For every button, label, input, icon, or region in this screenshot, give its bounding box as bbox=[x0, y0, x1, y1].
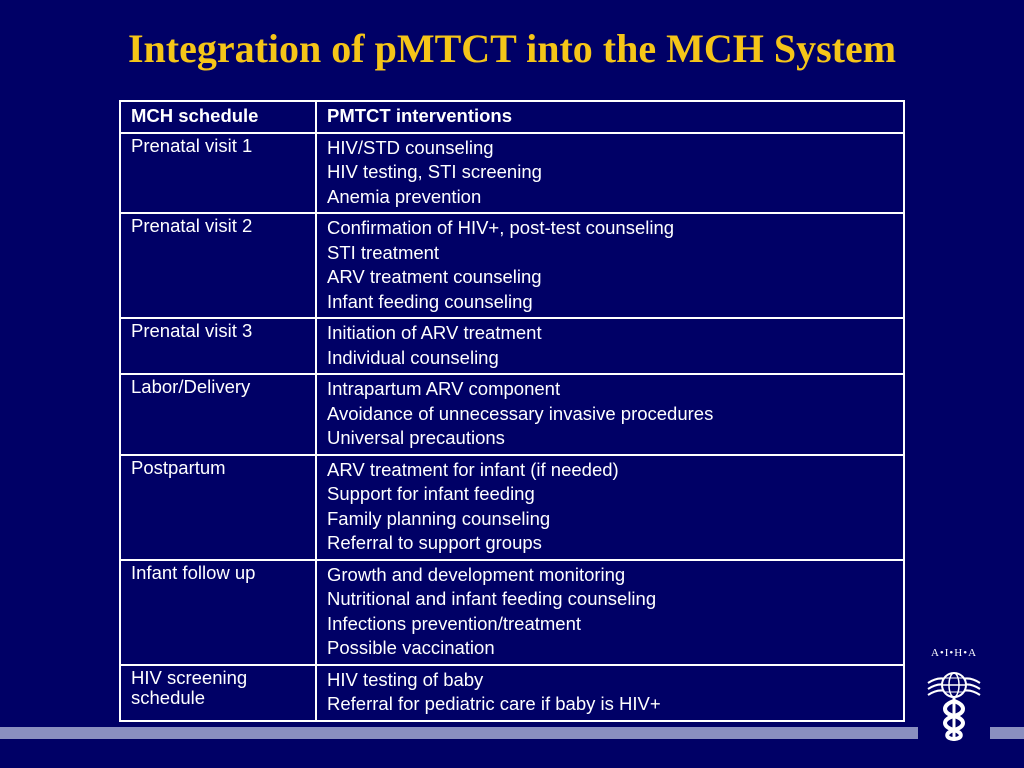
table-row: Prenatal visit 2 Confirmation of HIV+, po… bbox=[119, 212, 905, 319]
schedule-cell: Prenatal visit 3 bbox=[119, 317, 317, 375]
intervention-item: Individual counseling bbox=[327, 346, 499, 368]
intervention-item: HIV testing, STI screening bbox=[327, 161, 542, 182]
schedule-text: Prenatal visit 1 bbox=[131, 134, 253, 156]
schedule-cell: Postpartum bbox=[119, 453, 317, 561]
header-pmtct-interventions: PMTCT interventions bbox=[315, 100, 905, 134]
intervention-item: STI treatment bbox=[327, 241, 440, 263]
intervention-item: Possible vaccination bbox=[327, 637, 495, 658]
intervention-item: ARV treatment counseling bbox=[327, 266, 542, 287]
intervention-item: HIV/STD counseling bbox=[327, 136, 494, 158]
intervention-item: Initiation of ARV treatment bbox=[327, 322, 542, 343]
intervention-item: Referral to support groups bbox=[327, 532, 542, 553]
interventions-cell: Confirmation of HIV+, post-test counseli… bbox=[315, 212, 905, 319]
table-row: Prenatal visit 3 Initiation of ARV treatm… bbox=[119, 317, 905, 375]
intervention-item: Nutritional and infant feeding counselin… bbox=[327, 588, 657, 609]
intervention-item: Family planning counseling bbox=[327, 507, 551, 529]
schedule-text: Infant follow up bbox=[131, 561, 256, 583]
intervention-item: Universal precautions bbox=[327, 427, 505, 448]
interventions-cell: ARV treatment for infant (if needed) Supp… bbox=[315, 453, 905, 561]
intervention-item: Confirmation of HIV+, post-test counseli… bbox=[327, 217, 675, 238]
intervention-item: Growth and development monitoring bbox=[327, 563, 626, 585]
intervention-item: ARV treatment for infant (if needed) bbox=[327, 458, 619, 480]
intervention-item: Intrapartum ARV component bbox=[327, 378, 561, 399]
table-row: Postpartum ARV treatment for infant (if n… bbox=[119, 453, 905, 561]
schedule-cell: Labor/Delivery bbox=[119, 373, 317, 456]
schedule-text: HIV screening bbox=[131, 666, 248, 688]
slide-title: Integration of pMTCT into the MCH System bbox=[127, 26, 897, 71]
logo-text: A•I•H•A bbox=[930, 647, 978, 659]
schedule-text: Prenatal visit 3 bbox=[131, 320, 253, 341]
intervention-item: Infant feeding counseling bbox=[327, 290, 533, 312]
schedule-text: Prenatal visit 2 bbox=[131, 215, 253, 236]
intervention-item: Infections prevention/treatment bbox=[327, 612, 582, 634]
intervention-item: Support for infant feeding bbox=[327, 483, 535, 504]
intervention-item: HIV testing of baby bbox=[327, 668, 484, 690]
mch-pmtct-table: MCH schedule PMTCT interventions Prenata… bbox=[119, 100, 905, 722]
bottom-bar bbox=[0, 727, 1024, 739]
intervention-item: Avoidance of unnecessary invasive proced… bbox=[327, 402, 714, 424]
schedule-text: Labor/Delivery bbox=[131, 376, 251, 397]
schedule-cell: Infant follow up bbox=[119, 558, 317, 666]
table-row: Infant follow up Growth and development m… bbox=[119, 558, 905, 666]
schedule-cell: Prenatal visit 1 bbox=[119, 131, 317, 214]
schedule-cell: Prenatal visit 2 bbox=[119, 212, 317, 319]
schedule-text: Postpartum bbox=[131, 456, 226, 478]
aiha-logo: A•I•H•A bbox=[918, 645, 990, 745]
table-header-row: MCH schedule PMTCT interventions bbox=[119, 100, 905, 134]
intervention-item: Referral for pediatric care if baby is H… bbox=[327, 693, 661, 714]
intervention-item: Anemia prevention bbox=[327, 185, 482, 207]
schedule-text: schedule bbox=[131, 686, 206, 708]
header-mch-schedule: MCH schedule bbox=[119, 100, 317, 134]
globe-caduceus-icon bbox=[927, 672, 981, 741]
